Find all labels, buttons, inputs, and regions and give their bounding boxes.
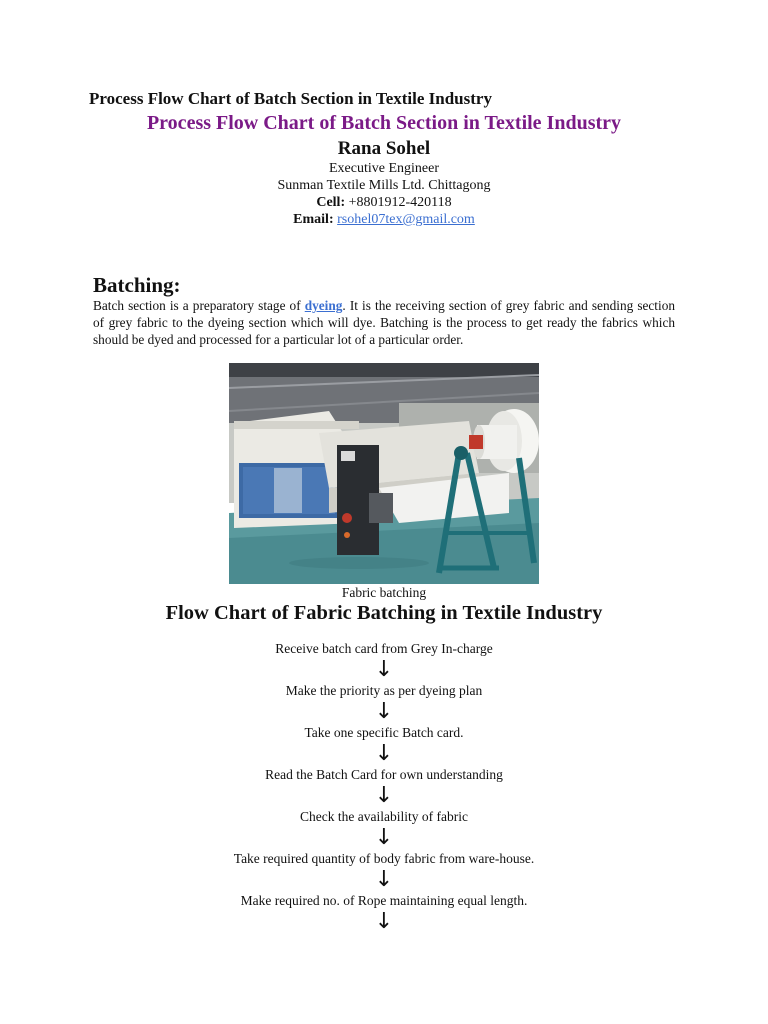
flow-step: Make the priority as per dyeing plan <box>285 683 483 698</box>
down-arrow-icon: ↓ <box>374 783 394 808</box>
flow-step: Make required no. of Rope maintaining eq… <box>240 893 528 908</box>
article-title: Process Flow Chart of Batch Section in T… <box>146 112 622 134</box>
email-label: Email: <box>293 212 334 227</box>
batching-paragraph: Batch section is a preparatory stage of … <box>93 297 675 348</box>
down-arrow-icon: ↓ <box>374 867 394 892</box>
flow-step: Check the availability of fabric <box>300 809 468 824</box>
paragraph-text-end: . It is the receiving section of grey fa… <box>93 298 675 347</box>
fabric-batching-photo <box>229 363 539 584</box>
down-arrow-icon: ↓ <box>374 741 394 766</box>
down-arrow-icon: ↓ <box>374 699 394 724</box>
down-arrow-icon: ↓ <box>374 657 394 682</box>
batching-heading: Batching: <box>93 273 181 297</box>
down-arrow-icon: ↓ <box>374 825 394 850</box>
image-caption: Fabric batching <box>341 585 427 600</box>
cell-label: Cell: <box>316 195 346 210</box>
down-arrow-icon: ↓ <box>374 909 394 934</box>
dyeing-link[interactable]: dyeing <box>304 298 343 313</box>
author-email: Email: rsohel07tex@gmail.com <box>0 211 768 228</box>
document-title: Process Flow Chart of Batch Section in T… <box>89 89 492 108</box>
flow-chart: Receive batch card from Grey In-charge ↓… <box>0 640 768 934</box>
flow-step: Receive batch card from Grey In-charge <box>275 641 493 656</box>
cell-value: +8801912-420118 <box>348 195 452 210</box>
author-name: Rana Sohel <box>337 138 431 159</box>
author-company: Sunman Textile Mills Ltd. Chittagong <box>277 178 491 193</box>
flow-chart-heading: Flow Chart of Fabric Batching in Textile… <box>165 602 603 624</box>
article-header: Process Flow Chart of Batch Section in T… <box>0 112 768 228</box>
email-link[interactable]: rsohel07tex@gmail.com <box>337 212 475 227</box>
flow-step: Take required quantity of body fabric fr… <box>233 851 535 866</box>
flow-step: Take one specific Batch card. <box>304 725 464 740</box>
author-position: Executive Engineer <box>328 161 439 176</box>
author-cell: Cell: +8801912-420118 <box>0 194 768 211</box>
paragraph-text-start: Batch section is a preparatory stage of <box>93 298 305 313</box>
flow-step: Read the Batch Card for own understandin… <box>265 767 503 782</box>
